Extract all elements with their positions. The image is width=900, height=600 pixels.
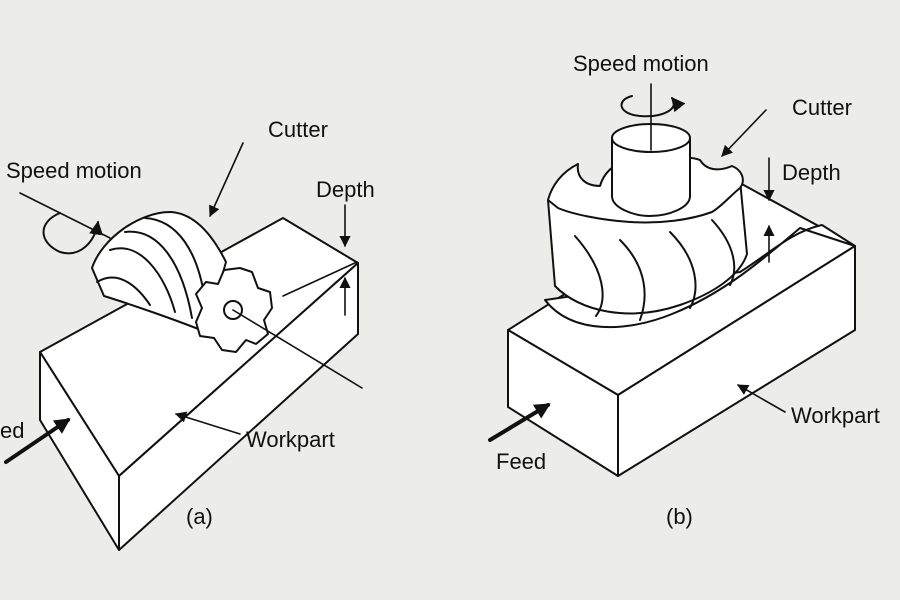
cutter-flute-1-a — [109, 247, 176, 313]
depth-cut-line-a — [282, 261, 358, 297]
panel-b: Speed motion Cutter Depth Workpart Feed … — [488, 51, 880, 529]
feed-label-a: ed — [0, 418, 24, 443]
cutter-label-b: Cutter — [792, 95, 852, 120]
cutter-flute-2-a — [124, 230, 193, 319]
feed-label-b: Feed — [496, 449, 546, 474]
spindle-shank-b — [611, 137, 691, 217]
cutter-flute-2-b — [619, 239, 646, 321]
cutter-body-a — [91, 211, 227, 333]
depth-label-a: Depth — [316, 177, 375, 202]
feed-arrow-b — [488, 403, 551, 442]
cutter-flute-4-a — [96, 276, 151, 306]
cutter-flute-3-b — [669, 231, 697, 309]
speed-motion-label-a: Speed motion — [6, 158, 142, 183]
cutter-axis-line-a-2 — [232, 309, 363, 389]
workpart-leader-a — [174, 411, 241, 435]
speed-motion-rotation-arrow-b — [620, 95, 686, 118]
panel-a: Speed motion Cutter Depth Workpart ed (a… — [0, 117, 375, 551]
workpart-label-b: Workpart — [791, 403, 880, 428]
workpart-label-a: Workpart — [246, 427, 335, 452]
workpart-block-a — [39, 217, 359, 551]
speed-motion-label-b: Speed motion — [573, 51, 709, 76]
depth-label-b: Depth — [782, 160, 841, 185]
caption-b: (b) — [666, 504, 693, 529]
workpart-side-face-a — [118, 262, 359, 551]
workpart-leader-b — [737, 384, 786, 413]
feed-arrow-a — [4, 418, 71, 464]
caption-a: (a) — [186, 504, 213, 529]
cutter-label-a: Cutter — [268, 117, 328, 142]
cutter-leader-a — [209, 142, 244, 218]
cutter-flute-4-b — [711, 219, 736, 286]
cutter-leader-b — [721, 109, 767, 157]
speed-motion-rotation-arrow-a — [42, 212, 104, 255]
cutter-b — [547, 123, 748, 321]
workpart-side-face-b — [617, 245, 856, 477]
cutter-flute-1-b — [574, 235, 604, 317]
